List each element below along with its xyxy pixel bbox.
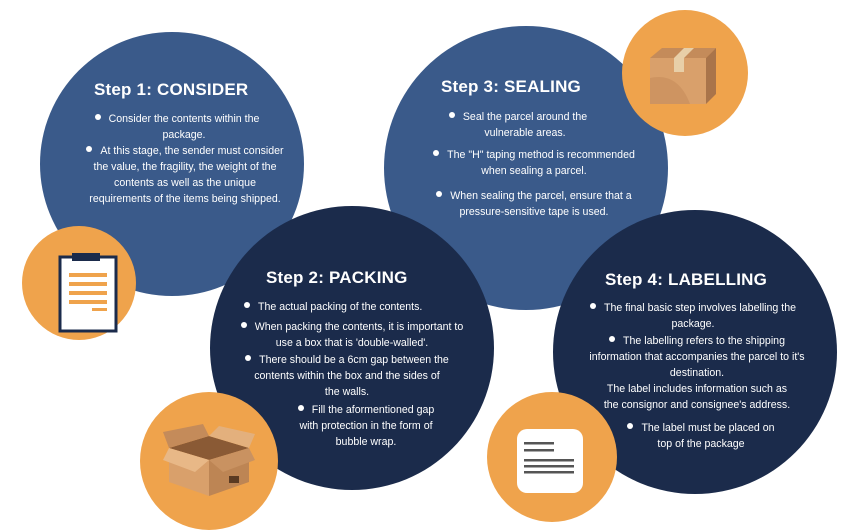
open-box-icon [163, 424, 255, 496]
step2-b2-line1: When packing the contents, it is importa… [254, 321, 464, 333]
step2-b3-line1: There should be a 6cm gap between the [259, 354, 449, 366]
step4-bullet-1: The final basic step involves labelling … [566, 300, 820, 332]
step1-b1-line1: Consider the contents within the [108, 113, 260, 125]
step4-title: Step 4: LABELLING [605, 270, 768, 289]
step1-bullet-2: At this stage, the sender must consider … [70, 143, 300, 207]
step2-b4-line1: Fill the aformentioned gap [311, 404, 435, 416]
step2-bullet-2: When packing the contents, it is importa… [218, 319, 486, 351]
step1-b2-line1: At this stage, the sender must consider [100, 145, 284, 157]
step3-b2-line2: when sealing a parcel. [481, 165, 587, 177]
step4-b3-line2: top of the package [657, 438, 745, 450]
step3-bullet-3: When sealing the parcel, ensure that a p… [416, 188, 652, 220]
step2-bullet-1: The actual packing of the contents. [244, 299, 422, 315]
step2-bullet-3: There should be a 6cm gap between the co… [228, 352, 466, 400]
step4-b2-line5: the consignor and consignee's address. [603, 399, 791, 411]
step2-title: Step 2: PACKING [266, 268, 408, 287]
step4-b2-line3: destination. [669, 367, 725, 379]
step1-b2-line3: contents as well as the unique [114, 177, 256, 189]
step4-b2-line2: information that accompanies the parcel … [589, 351, 805, 363]
step4-b1-line1: The final basic step involves labelling … [604, 302, 796, 314]
step4-b3-line1: The label must be placed on [641, 422, 775, 434]
step2-b3-line3: the walls. [324, 386, 370, 398]
step2-b2-line2: use a box that is 'double-walled'. [275, 337, 429, 349]
shipping-label-icon [517, 429, 583, 493]
step1-b2-line4: requirements of the items being shipped. [89, 193, 281, 205]
step4-b2-line4: The label includes information such as [606, 383, 788, 395]
step3-b1-line1: Seal the parcel around the [462, 111, 588, 123]
step4-bullet-2: The labelling refers to the shipping inf… [566, 333, 828, 413]
step3-bullet-1: Seal the parcel around the vulnerable ar… [430, 109, 620, 141]
step3-b2-line1: The "H" taping method is recommended [447, 149, 635, 161]
step3-title: Step 3: SEALING [441, 77, 581, 96]
step3-b1-line2: vulnerable areas. [484, 127, 566, 139]
step3-bullet-2: The "H" taping method is recommended whe… [416, 147, 652, 179]
step1-b2-line2: the value, the fragility, the weight of … [93, 161, 277, 173]
step2-b1-line1: The actual packing of the contents. [258, 301, 423, 313]
step3-b3-line1: When sealing the parcel, ensure that a [450, 190, 632, 202]
sealed-box-icon [650, 48, 716, 104]
step1-title: Step 1: CONSIDER [94, 80, 249, 99]
step2-b4-line3: bubble wrap. [335, 436, 397, 448]
step4-b1-line2: package. [671, 318, 715, 330]
step2-b3-line2: contents within the box and the sides of [254, 370, 440, 382]
step1-b1-line2: package. [162, 129, 206, 141]
step2-b4-line2: with protection in the form of [299, 420, 433, 432]
step1-bullet-1: Consider the contents within the package… [84, 111, 284, 143]
step2-bullet-4: Fill the aformentioned gap with protecti… [266, 402, 466, 450]
step4-b2-line1: The labelling refers to the shipping [623, 335, 785, 347]
clipboard-icon [58, 253, 118, 333]
step3-b3-line2: pressure-sensitive tape is used. [459, 206, 609, 218]
step4-bullet-3: The label must be placed on top of the p… [616, 420, 786, 452]
